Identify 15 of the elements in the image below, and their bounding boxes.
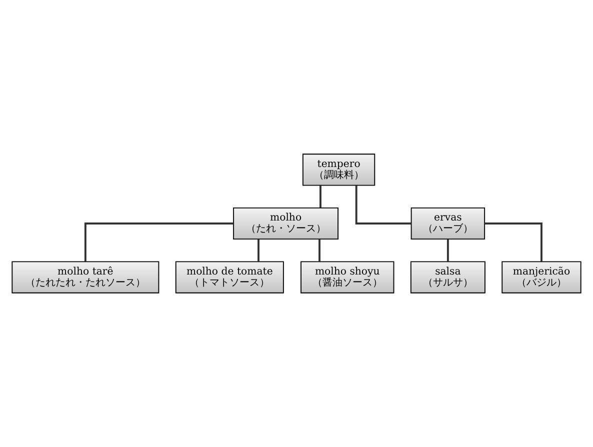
connector <box>84 222 234 262</box>
connector <box>446 239 449 262</box>
connector <box>318 239 320 262</box>
connector <box>484 222 542 262</box>
node-box: molho （たれ・ソース） <box>233 207 338 240</box>
node-box: molho de tomate （トマトソース） <box>175 261 284 294</box>
connector <box>258 239 260 262</box>
node-box: ervas （ハーブ） <box>410 207 486 240</box>
connector <box>320 186 322 208</box>
node-box: salsa （サルサ） <box>410 261 486 294</box>
node-box: molho tarê （たれたれ・たれソース） <box>12 261 160 294</box>
node-box: molho shoyu （醤油ソース） <box>300 261 394 294</box>
connector <box>355 186 412 224</box>
node-box: manjericão （バジル） <box>502 261 582 294</box>
node-box: tempero （調味料） <box>302 154 376 186</box>
